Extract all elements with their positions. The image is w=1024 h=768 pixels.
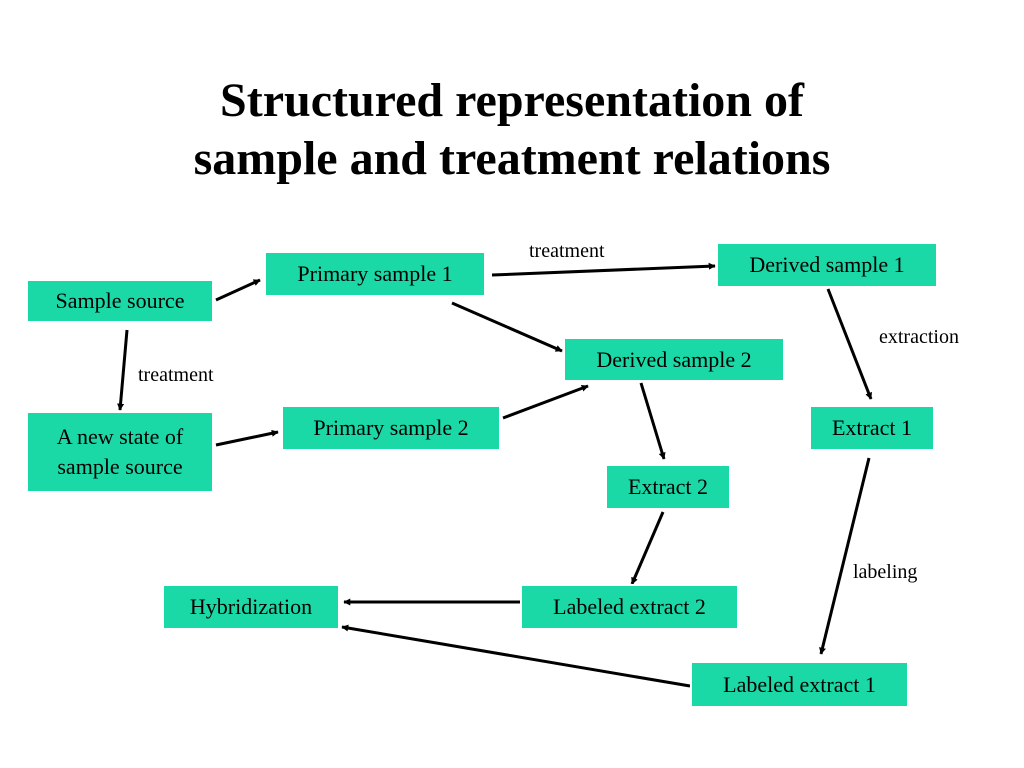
- title-line-2: sample and treatment relations: [193, 132, 831, 185]
- node-labeled-extract-1: Labeled extract 1: [690, 661, 909, 708]
- node-extract-2: Extract 2: [605, 464, 731, 510]
- edge-label-extraction: extraction: [879, 326, 959, 348]
- edge-primary-1-to-derived-1: [491, 262, 716, 277]
- node-sample-source: Sample source: [26, 279, 214, 323]
- edge-derived-2-to-extract-2: [639, 382, 666, 460]
- title-line-1: Structured representation of: [220, 74, 804, 127]
- node-primary-sample-1: Primary sample 1: [264, 251, 486, 297]
- node-derived-sample-2: Derived sample 2: [563, 337, 785, 382]
- edge-extract-1-to-labeled-1: [819, 457, 871, 655]
- node-hybridization: Hybridization: [162, 584, 340, 630]
- edge-new-state-to-primary-2: [215, 429, 279, 447]
- node-labeled-extract-2: Labeled extract 2: [520, 584, 739, 630]
- edge-extract-2-to-labeled-2: [630, 511, 665, 585]
- edge-labeled-1-to-hybridization: [341, 624, 691, 688]
- edge-derived-1-to-extract-1: [826, 288, 873, 400]
- edge-label-labeling: labeling: [853, 561, 918, 583]
- edge-source-to-new-state: [117, 329, 129, 411]
- node-derived-sample-1: Derived sample 1: [716, 242, 938, 288]
- edge-primary-2-to-derived-2: [502, 384, 589, 420]
- page-title: Structured representation of sample and …: [0, 72, 1024, 188]
- edge-label-treatment-left: treatment: [138, 364, 214, 386]
- node-new-state: A new state of sample source: [26, 411, 214, 493]
- edge-source-to-primary-1: [215, 278, 261, 302]
- edge-primary-1-to-derived-2: [451, 301, 563, 353]
- edge-label-treatment-top: treatment: [529, 240, 605, 262]
- node-extract-1: Extract 1: [809, 405, 935, 451]
- node-primary-sample-2: Primary sample 2: [281, 405, 501, 451]
